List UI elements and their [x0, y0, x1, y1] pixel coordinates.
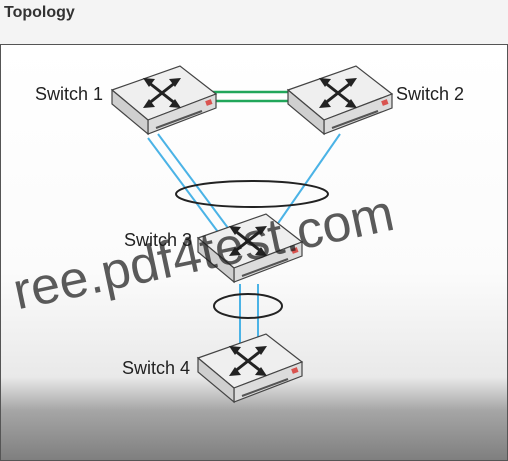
etherchannel-ring-lower: [213, 293, 283, 319]
switch-4-icon: [196, 332, 304, 404]
switch-2-icon: [286, 64, 394, 136]
link-s1-s3: [147, 133, 229, 233]
switch-3-label: Switch 3: [124, 230, 192, 250]
page-title: Topology: [4, 4, 75, 21]
etherchannel-ring-upper: [175, 180, 329, 208]
link-s2-s3: [271, 133, 341, 233]
switch-2-label: Switch 2: [396, 84, 464, 104]
switch-1-label: Switch 1: [35, 84, 103, 104]
switch-1-icon: [110, 64, 218, 136]
switch-4-label: Switch 4: [122, 358, 190, 378]
